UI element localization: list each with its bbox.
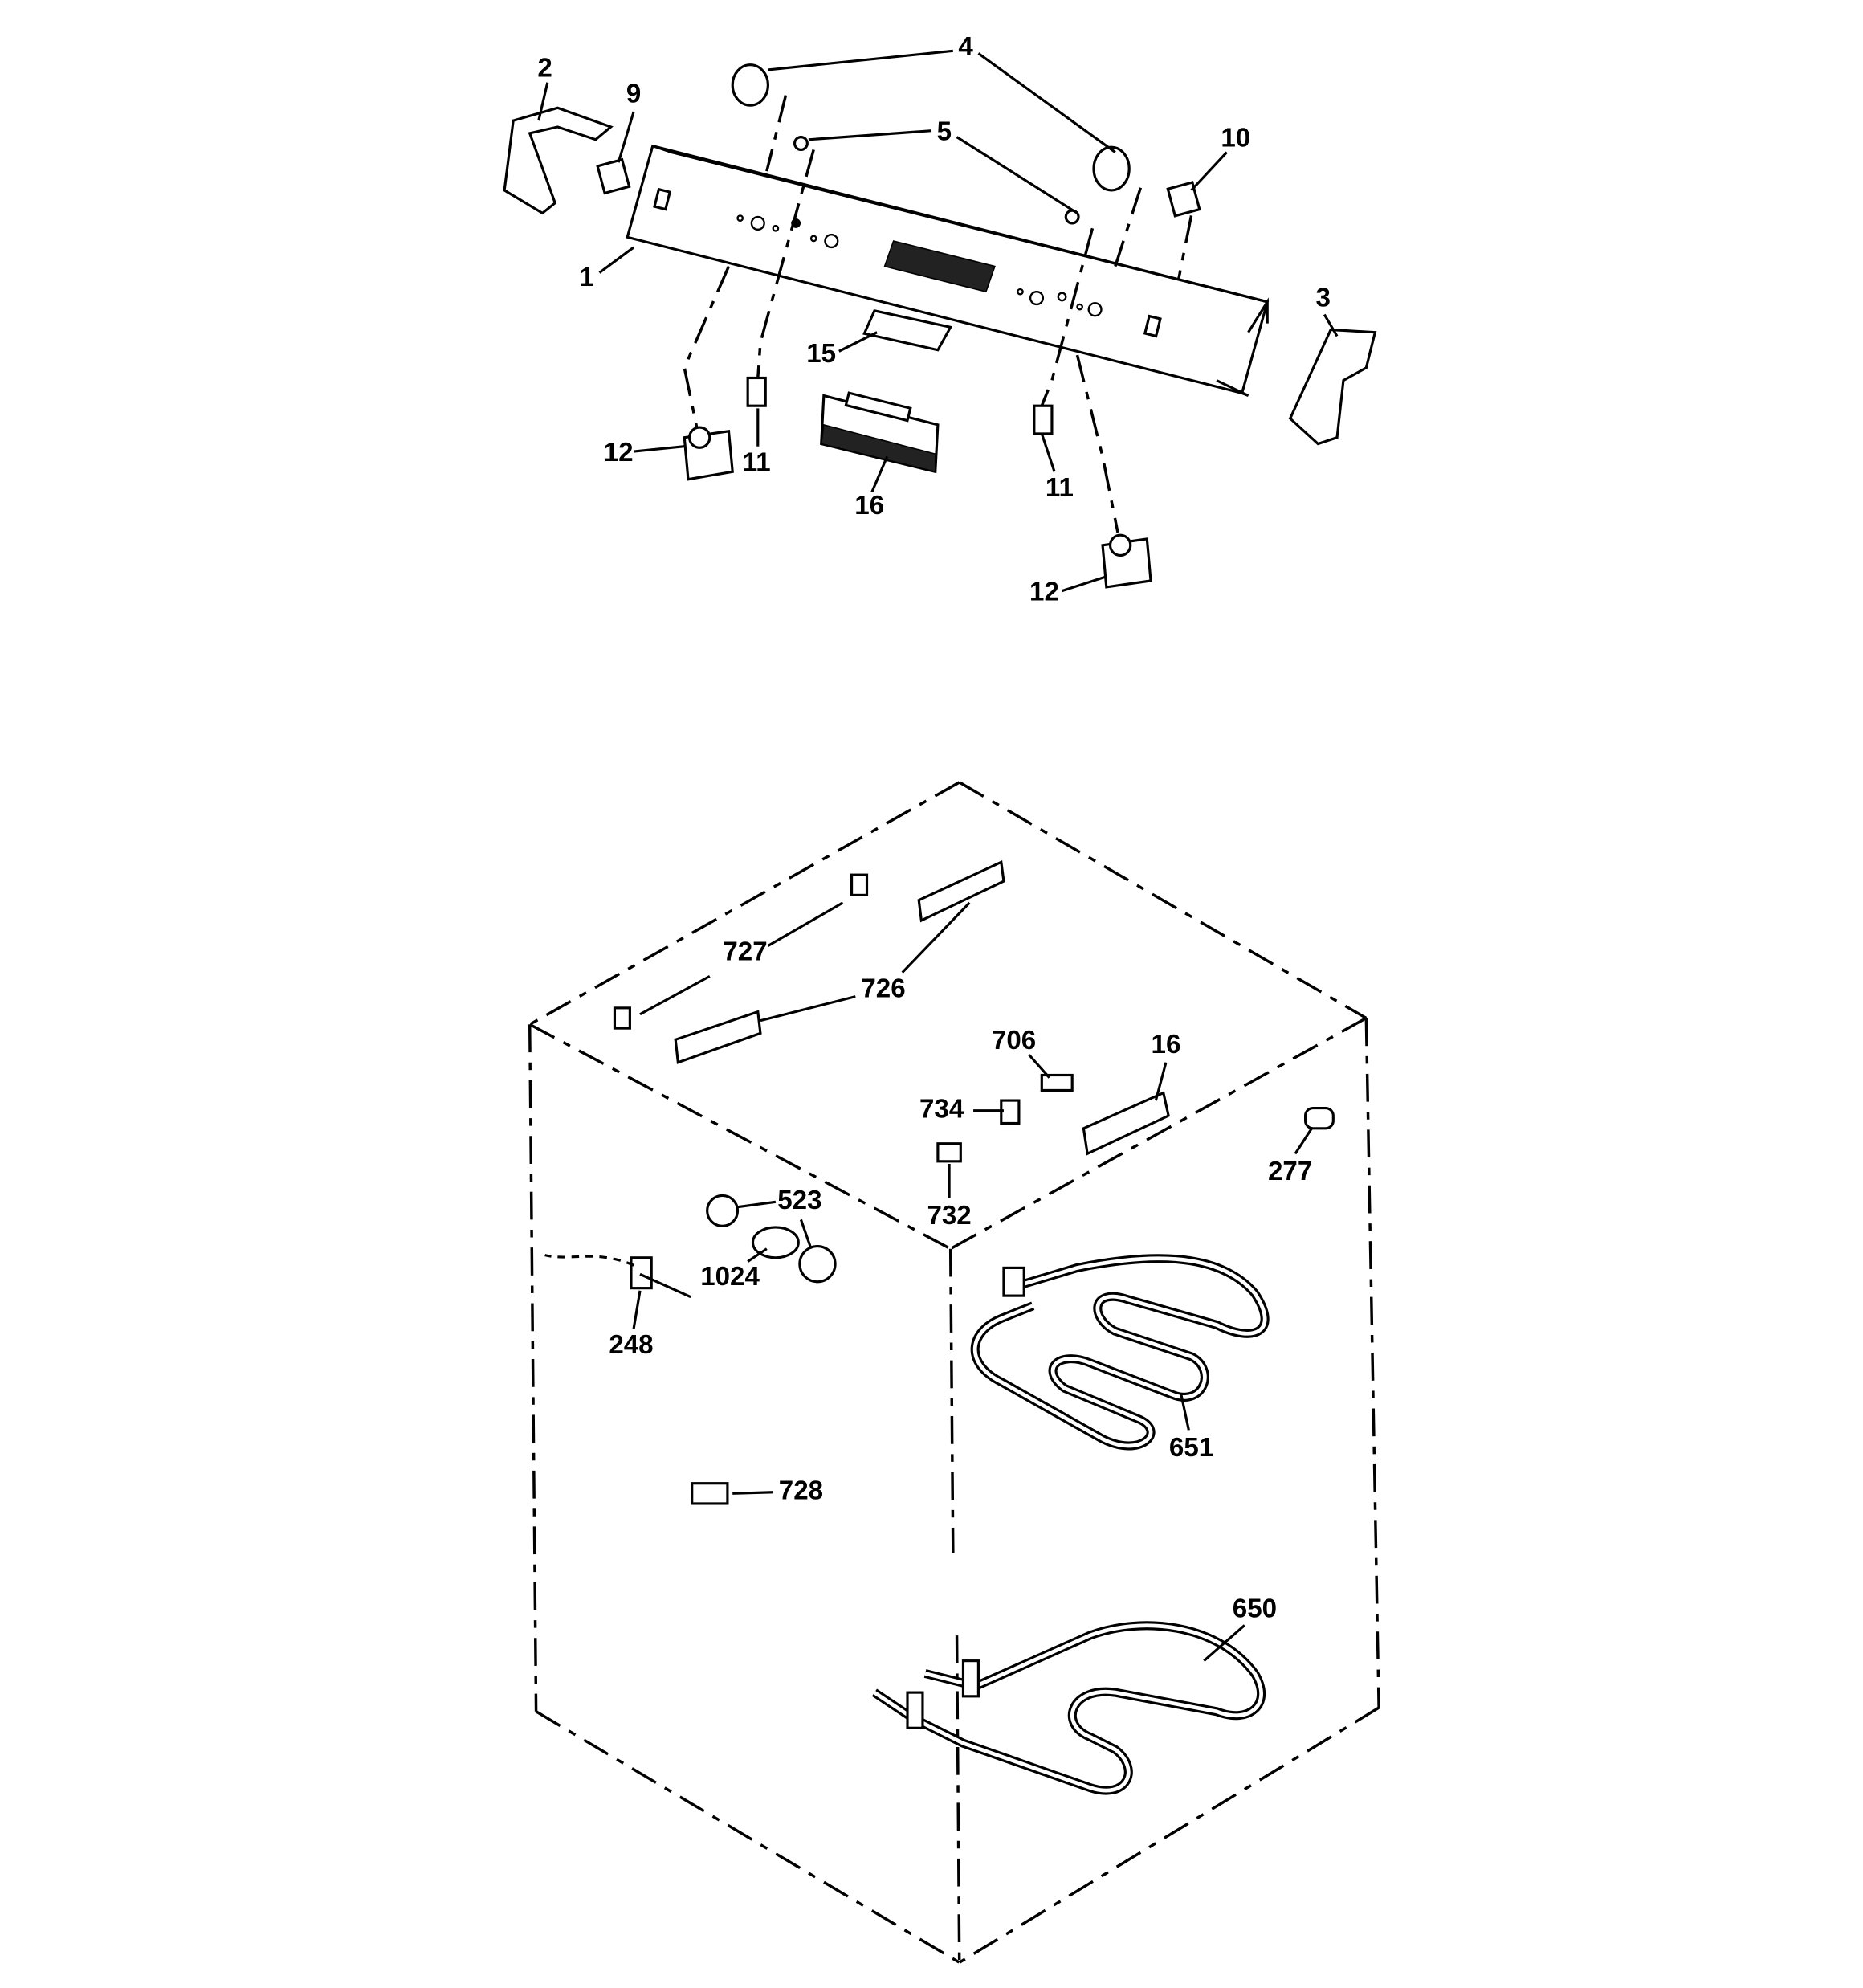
end-cap-right — [1288, 328, 1377, 446]
sensor-248 — [544, 1254, 691, 1299]
callout-11b: 11 — [1046, 473, 1074, 503]
membrane-15 — [862, 309, 953, 352]
terminal-block-726-top — [917, 860, 1005, 923]
display-window — [883, 240, 996, 293]
broil-element-651 — [970, 1254, 1270, 1451]
callout-9: 9 — [626, 79, 641, 108]
callout-4: 4 — [958, 32, 973, 62]
switch-10 — [1166, 181, 1201, 218]
callout-726: 726 — [861, 974, 905, 1004]
infinite-switch-12-left — [683, 426, 734, 481]
callout-523: 523 — [777, 1186, 821, 1215]
callout-650: 650 — [1233, 1594, 1277, 1623]
bake-element-650 — [871, 1621, 1266, 1795]
callouts-upper: 2 9 4 5 10 1 3 15 12 11 16 11 12 — [537, 32, 1330, 607]
callout-277: 277 — [1268, 1157, 1312, 1186]
bracket-11-left — [746, 376, 767, 407]
callout-3: 3 — [1315, 283, 1330, 312]
light-socket-277 — [1304, 1106, 1335, 1130]
assembly-lines-upper — [683, 95, 1193, 533]
control-16-cavity — [1082, 1091, 1170, 1156]
callout-16-cavity: 16 — [1152, 1030, 1181, 1059]
knob-ring-left — [731, 63, 769, 107]
callout-734: 734 — [919, 1094, 964, 1124]
oven-cavity-outline — [528, 781, 1380, 1964]
terminal-block-726-left — [674, 1010, 762, 1064]
lamp-socket-523 — [706, 1194, 740, 1227]
clip-727-top — [850, 873, 869, 896]
end-cap-left — [503, 106, 614, 215]
callout-11: 11 — [743, 448, 771, 478]
part-732 — [936, 1142, 962, 1163]
control-panel-assembly — [626, 144, 1270, 398]
callout-15: 15 — [806, 339, 836, 369]
callout-1: 1 — [580, 263, 594, 292]
electronic-control-16 — [820, 391, 940, 474]
switch-9 — [596, 157, 631, 195]
callout-2: 2 — [537, 54, 552, 84]
leader-lines-lower — [632, 901, 1313, 1662]
callout-12: 12 — [604, 438, 634, 467]
callout-5: 5 — [937, 117, 952, 147]
switch-706 — [1040, 1073, 1074, 1092]
lens-cover — [798, 1244, 837, 1284]
infinite-switch-12-right — [1101, 533, 1152, 589]
clip-727-left — [613, 1006, 631, 1030]
callout-10: 10 — [1221, 124, 1250, 153]
callout-727: 727 — [723, 937, 767, 967]
callout-12b: 12 — [1029, 578, 1059, 607]
callout-651: 651 — [1169, 1433, 1213, 1463]
callouts-lower: 727 726 706 16 734 277 523 732 1024 248 … — [609, 937, 1312, 1624]
callout-16: 16 — [854, 491, 884, 520]
switch-728 — [691, 1482, 729, 1505]
callout-728: 728 — [779, 1476, 823, 1505]
callout-1024: 1024 — [700, 1262, 760, 1292]
part-734 — [1000, 1099, 1021, 1125]
callout-706: 706 — [992, 1026, 1036, 1055]
callout-732: 732 — [927, 1201, 971, 1231]
indicator-light-left — [793, 136, 809, 151]
leader-lines-upper — [537, 49, 1339, 593]
bracket-11-right — [1033, 404, 1054, 435]
callout-248: 248 — [609, 1330, 653, 1360]
cavity-parts — [544, 860, 1335, 1795]
knob-ring-right — [1092, 145, 1131, 192]
